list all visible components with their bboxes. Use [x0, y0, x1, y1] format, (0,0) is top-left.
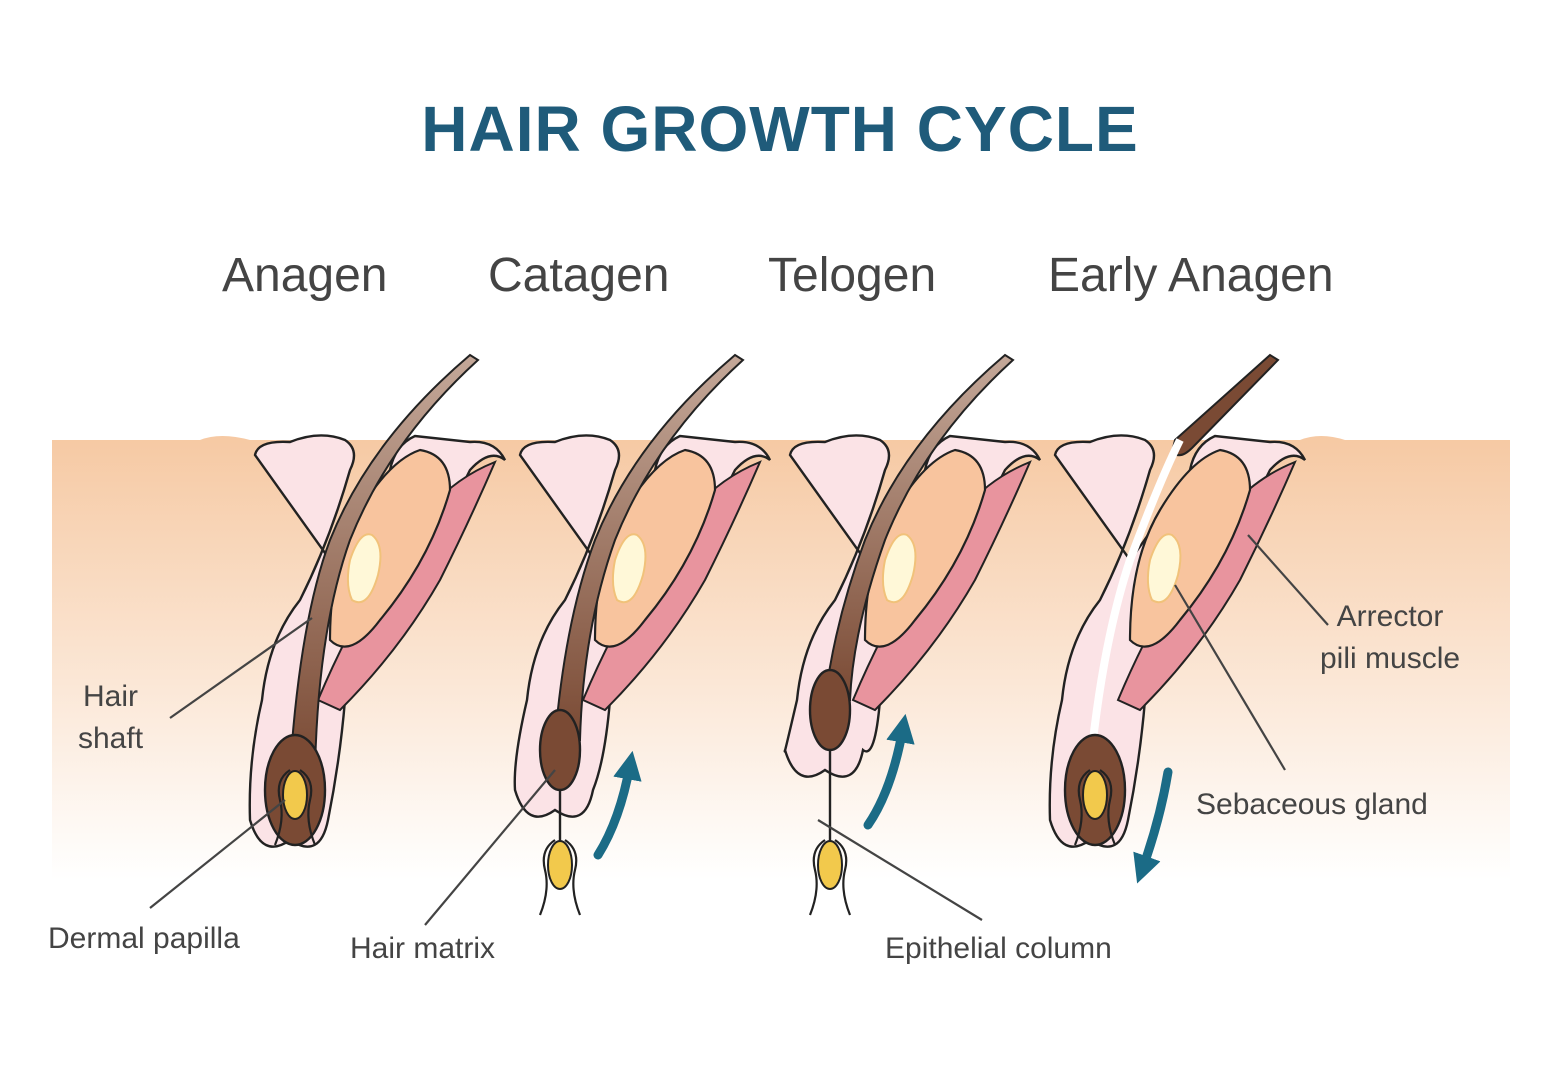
- label-dermal-papilla: Dermal papilla: [48, 922, 240, 955]
- new-hair-shaft: [1084, 438, 1184, 791]
- leader-hair-matrix: [424, 769, 556, 926]
- leader-arrector-pili: [1247, 534, 1329, 626]
- leader-sebaceous-gland: [1174, 584, 1286, 771]
- dermal-papilla-stalk: [538, 839, 582, 916]
- sebaceous-gland-core: [611, 533, 647, 604]
- dermal-papilla-stalk: [273, 769, 317, 846]
- phase-label-telogen: Telogen: [768, 249, 937, 302]
- club-hair: [538, 708, 582, 792]
- phase-label-early-anagen: Early Anagen: [1048, 249, 1334, 302]
- sebaceous-gland-core: [346, 533, 382, 604]
- growth-arrow-down-2: [1133, 767, 1173, 884]
- leader-dermal-papilla: [149, 799, 286, 909]
- dermal-papilla-stalk: [808, 839, 852, 916]
- follicle-2: [783, 353, 1042, 916]
- phase-label-anagen: Anagen: [222, 249, 388, 302]
- follicle-0: [248, 353, 507, 848]
- sebaceous-gland-core: [881, 533, 917, 604]
- follicle-1: [513, 353, 772, 916]
- hair-shaft: [823, 353, 1015, 701]
- label-hair-matrix: Hair matrix: [350, 932, 496, 965]
- label-epithelial-column: Epithelial column: [885, 932, 1112, 965]
- label-hair-shaft: Hair shaft: [78, 680, 144, 755]
- dermal-papilla: [282, 770, 308, 820]
- hair-shaft: [553, 353, 745, 741]
- label-arrector-pili-muscle: Arrector pili muscle: [1320, 600, 1461, 675]
- hair-shaft: [288, 353, 480, 771]
- dermal-papilla: [817, 840, 843, 890]
- sebaceous-gland-core: [1146, 533, 1182, 604]
- dermal-papilla: [1082, 770, 1108, 820]
- label-sebaceous-gland: Sebaceous gland: [1196, 788, 1428, 821]
- phase-label-catagen: Catagen: [488, 249, 670, 302]
- dermal-papilla: [547, 840, 573, 890]
- leader-hair-shaft: [169, 617, 313, 719]
- diagram-title: HAIR GROWTH CYCLE: [421, 93, 1139, 165]
- dermal-papilla-stalk: [1073, 769, 1117, 846]
- follicle-3: [1048, 353, 1307, 848]
- club-hair: [808, 668, 852, 752]
- growth-arrow-up-1: [863, 713, 915, 830]
- growth-arrow-up-0: [593, 750, 642, 860]
- leader-epithelial-column: [817, 819, 983, 921]
